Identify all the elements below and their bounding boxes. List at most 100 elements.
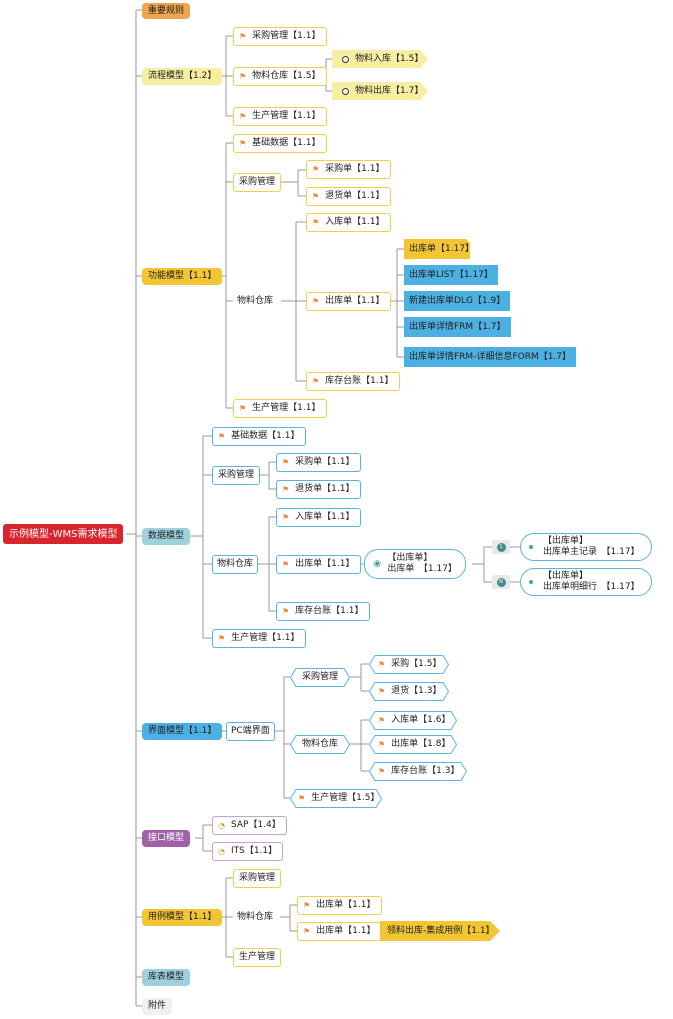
func-out-list-node[interactable]: 出库单LIST【1.17】 [404,265,498,285]
node-label: 物料出库【1.7】 [355,85,424,96]
ui-production-shape[interactable] [290,789,382,808]
func-stock-node[interactable]: ⚑库存台账【1.1】 [306,372,400,391]
func-return-node[interactable]: ⚑退货单【1.1】 [306,187,391,206]
flow-in-node[interactable]: 物料入库【1.5】 [342,50,423,68]
data-warehouse-node[interactable]: 物料仓库 [212,555,259,574]
ui-warehouse-shape[interactable] [290,735,350,754]
node-label: 库存台账【1.3】 [391,766,460,776]
interface-its-node[interactable]: ◔ITS【1.1】 [212,842,284,861]
flag-icon: ⚑ [312,297,320,306]
data-basic-node[interactable]: ⚑基础数据【1.1】 [212,427,306,446]
usecase-warehouse-node[interactable]: 物料仓库 [233,908,278,927]
ui-pc-node[interactable]: PC端界面 [226,722,275,741]
func-po-node[interactable]: ⚑采购单【1.1】 [306,160,391,179]
tag-icon: ◔ [218,821,225,830]
ui-buy-node[interactable]: ⚑ 采购【1.5】 [378,655,442,674]
interface-sap-node[interactable]: ◔SAP【1.4】 [212,816,287,835]
category-attachments[interactable]: 附件 [142,998,173,1015]
func-production-node[interactable]: ⚑ 生产管理【1.1】 [233,399,327,418]
func-out-detail-frm-node[interactable]: 出库单详情FRM【1.7】 [404,317,511,337]
data-out-node[interactable]: ⚑出库单【1.1】 [276,555,361,574]
flow-warehouse-node[interactable]: ⚑物料仓库【1.5】 [233,67,327,86]
ui-production-node[interactable]: ⚑生产管理【1.5】 [298,789,380,808]
ui-in-shape[interactable] [369,711,457,730]
entity-label-line: 出库单 【1.17】 [387,564,457,574]
ui-stock-shape[interactable] [369,762,467,781]
func-out-node[interactable]: ⚑ 出库单【1.1】 [306,292,391,311]
category-important-rules[interactable]: 重要规则 [142,3,191,19]
node-label: 生产管理【1.1】 [252,111,321,121]
category-ui-model[interactable]: 界面模型【1.1】 [142,723,223,740]
ui-purchase-shape[interactable] [290,668,350,687]
node-label: 采购单【1.1】 [325,164,385,174]
flag-icon: ⚑ [378,716,386,725]
flag-icon: ⚑ [378,767,386,776]
usecase-out1-node[interactable]: ⚑出库单【1.1】 [297,896,382,915]
data-return-node[interactable]: ⚑退货单【1.1】 [276,480,361,499]
node-label: 生产管理【1.1】 [252,403,321,413]
ui-purchase-node[interactable]: 采购管理 [302,672,339,682]
data-production-node[interactable]: ⚑生产管理【1.1】 [212,629,306,648]
node-label-line: 【出库单】 [543,536,589,546]
data-stock-node[interactable]: ⚑库存台账【1.1】 [276,602,370,621]
func-new-out-dlg-node[interactable]: 新建出库单DLG【1.9】 [404,291,511,311]
node-label: 出库单【1.1】 [316,926,376,936]
node-label: 库存台账【1.1】 [325,376,394,386]
flag-icon: ⚑ [282,560,290,569]
ui-out-shape[interactable] [369,735,457,754]
ui-return-shape[interactable] [369,682,449,701]
category-flow-model[interactable]: 流程模型【1.2】 [142,68,223,85]
root-node[interactable]: 示例模型-WMS需求模型 [3,524,124,544]
node-label-line: 【出库单】 [543,571,589,581]
data-entity-node[interactable]: ❀ 【出库单】出库单 【1.17】 [364,549,466,579]
usecase-integration-node[interactable]: 领料出库-集成用例【1.1】 [387,925,495,936]
func-out-child-shape[interactable] [404,239,470,259]
node-label: 入库单【1.1】 [325,217,385,227]
flow-out-node[interactable]: 物料出库【1.7】 [342,82,423,100]
flag-icon: ⚑ [239,72,247,81]
func-basic-node[interactable]: ⚑基础数据【1.1】 [233,134,327,153]
func-purchase-node[interactable]: 采购管理 [233,173,282,192]
circle-icon [342,87,349,95]
node-label: ITS【1.1】 [230,846,278,856]
usecase-integration-shape[interactable] [380,921,500,941]
data-po-node[interactable]: ⚑采购单【1.1】 [276,453,361,472]
func-warehouse-node[interactable]: 物料仓库 [233,292,278,311]
ui-buy-shape[interactable] [369,655,449,674]
node-label-line: 出库单主记录 【1.17】 [543,547,640,557]
flag-icon: ⚑ [218,634,226,643]
flow-purchase-node[interactable]: ⚑采购管理【1.1】 [233,27,327,46]
func-out-detail-form-node[interactable]: 出库单详情FRM-详细信息FORM【1.7】 [404,347,577,367]
category-interface-model[interactable]: 接口模型 [142,830,191,847]
data-purchase-node[interactable]: 采购管理 [212,466,261,485]
usecase-purchase-node[interactable]: 采购管理 [233,869,282,888]
flow-out-shape[interactable] [332,82,428,100]
ui-warehouse-node[interactable]: 物料仓库 [302,739,339,749]
flow-in-shape[interactable] [332,50,428,68]
category-data-model[interactable]: 数据模型 [142,528,191,545]
usecase-production-node[interactable]: 生产管理 [233,948,282,967]
node-label: 采购【1.5】 [391,659,442,669]
category-table-model[interactable]: 库表模型 [142,969,191,986]
category-function-model[interactable]: 功能模型【1.1】 [142,268,223,285]
node-label: 入库单【1.6】 [391,715,451,725]
flag-icon: ⚑ [239,404,247,413]
ui-stock-node[interactable]: ⚑ 库存台账【1.3】 [378,762,460,781]
ui-return-node[interactable]: ⚑退货【1.3】 [378,682,442,701]
flag-icon: ⚑ [378,660,386,669]
data-out-line-node[interactable]: 【出库单】出库单明细行 【1.17】 [520,568,652,596]
ui-out-node[interactable]: ⚑出库单【1.8】 [378,735,451,754]
category-usecase-model[interactable]: 用例模型【1.1】 [142,909,223,926]
data-in-node[interactable]: ⚑入库单【1.1】 [276,508,361,527]
node-label: 退货单【1.1】 [295,484,355,494]
node-label: 采购单【1.1】 [295,457,355,467]
entity-label: 【出库单】出库单 【1.17】 [387,553,457,575]
node-label: 出库单【1.1】 [325,296,385,306]
flag-icon: ⚑ [312,218,320,227]
usecase-out2-node[interactable]: ⚑出库单【1.1】 [297,922,382,941]
data-out-header-node[interactable]: 【出库单】出库单主记录 【1.17】 [520,533,652,561]
flow-production-node[interactable]: ⚑生产管理【1.1】 [233,107,327,126]
func-in-node[interactable]: ⚑ 入库单【1.1】 [306,213,391,232]
func-out-child-node[interactable]: 出库单【1.17】 [409,243,475,254]
ui-in-node[interactable]: ⚑ 入库单【1.6】 [378,711,451,730]
